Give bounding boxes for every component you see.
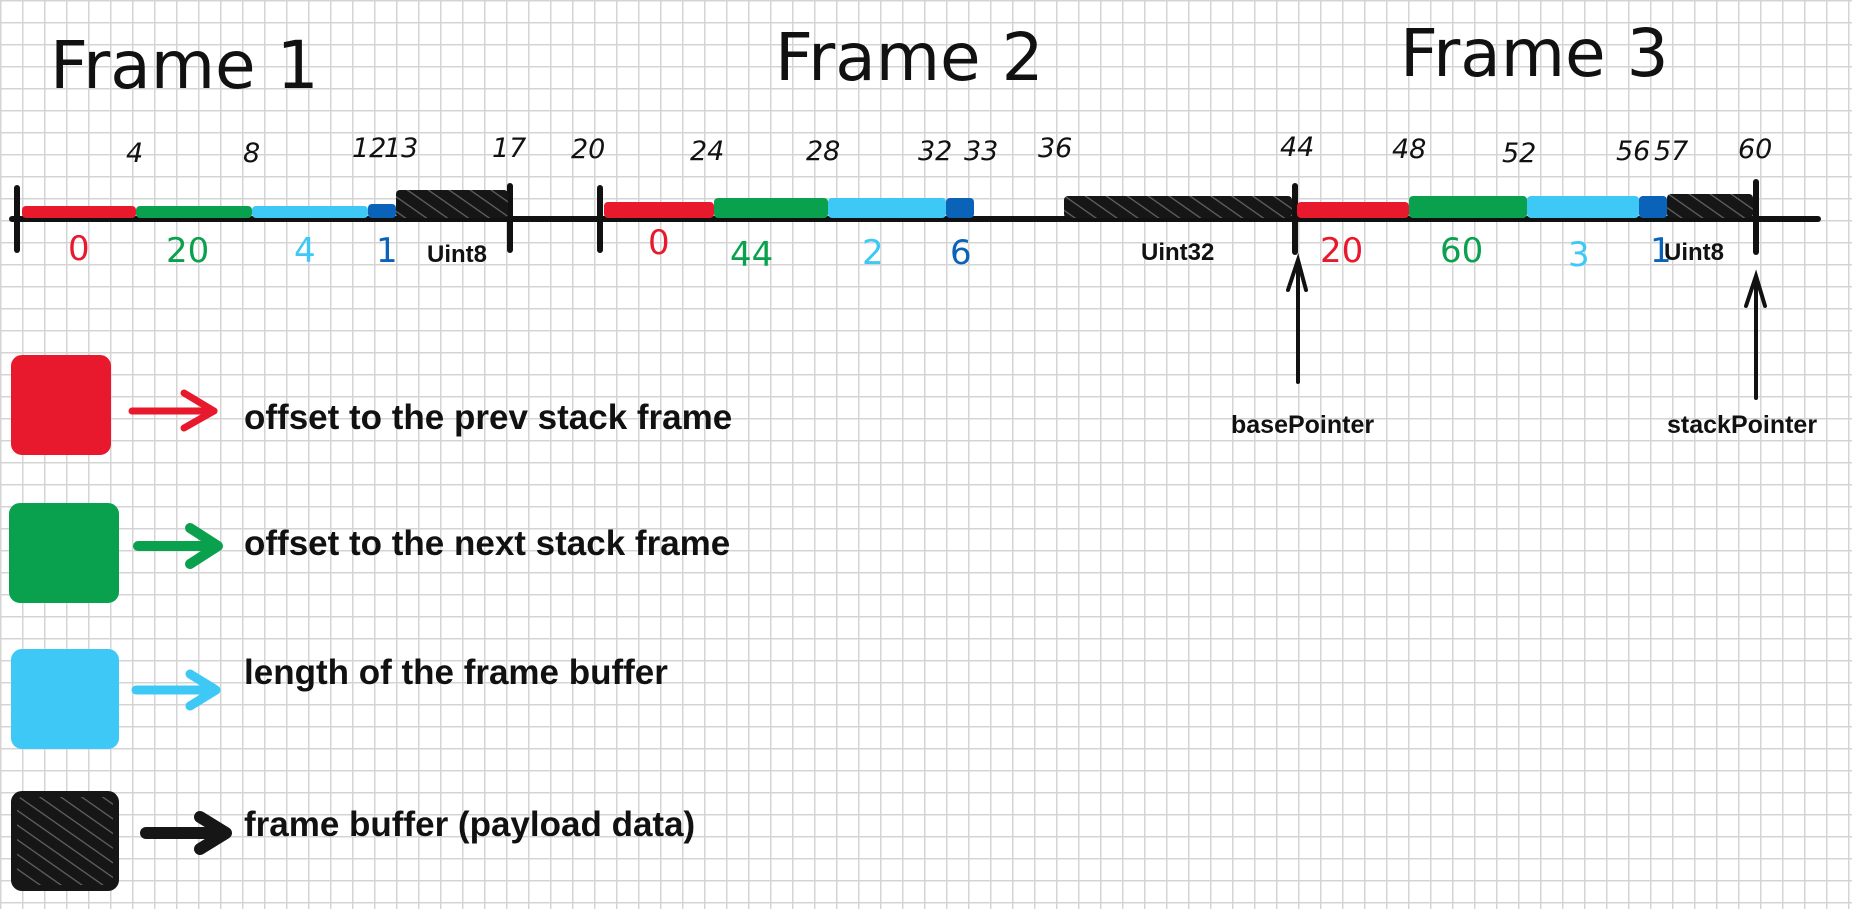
tick-label: 20 (571, 134, 605, 165)
tick-label: 44 (1280, 132, 1314, 163)
frame-3-length-segment (1527, 196, 1639, 218)
frame-3-next-offset-value: 60 (1440, 231, 1483, 271)
tick-label: 8 (243, 138, 260, 169)
frame-1-next-offset-value: 20 (166, 231, 209, 271)
tick-label: 24 (690, 136, 724, 167)
tick-label: 36 (1038, 133, 1072, 164)
tick-label: 57 (1654, 136, 1688, 167)
legend: offset to the prev stack frame offset to… (9, 355, 732, 891)
legend-text-next: offset to the next stack frame (244, 524, 730, 563)
tick-label: 4 (126, 138, 143, 169)
frame-1-prev-offset-value: 0 (68, 229, 90, 269)
frame-2-buffer-type: Uint32 (1141, 239, 1214, 266)
light-blue-swatch-icon (11, 649, 119, 749)
frame-1-length-segment (252, 206, 368, 218)
frame-3-title: Frame 3 (1400, 15, 1669, 92)
base-pointer-arrow (1286, 253, 1308, 384)
black-swatch-icon (11, 791, 119, 891)
legend-text-prev: offset to the prev stack frame (244, 398, 732, 437)
tick-label: 17 (492, 133, 526, 164)
legend-item-length: length of the frame buffer (11, 649, 668, 749)
tick-label: 60 (1738, 134, 1772, 165)
green-arrow-icon (133, 523, 223, 569)
frame-1-next-offset-segment (136, 206, 252, 218)
frame-3-next-offset-segment (1409, 196, 1527, 218)
tick-label: 56 (1616, 136, 1650, 167)
frame-3-flag-value: 1 (1650, 231, 1672, 271)
legend-item-buffer: frame buffer (payload data) (11, 791, 695, 891)
tick-label: 12 (352, 133, 386, 164)
legend-text-buffer: frame buffer (payload data) (244, 805, 695, 844)
frame-3-flag-segment (1639, 196, 1667, 218)
base-pointer-label: basePointer (1231, 411, 1374, 439)
tick-label: 52 (1502, 138, 1536, 169)
tick-label: 48 (1392, 134, 1426, 165)
tick-label: 33 (964, 136, 998, 167)
frame-2-next-offset-segment (714, 198, 828, 218)
frame-3-buffer-type: Uint8 (1664, 239, 1724, 266)
red-arrow-icon (128, 389, 218, 432)
frame-3-length-value: 3 (1568, 235, 1590, 275)
frame-2-length-value: 2 (862, 233, 884, 273)
frame-3-prev-offset-segment (1297, 202, 1409, 218)
black-arrow-icon (140, 811, 232, 855)
frame-2-prev-offset-value: 0 (648, 223, 670, 263)
frame-2-prev-offset-segment (604, 202, 714, 218)
red-swatch-icon (11, 355, 111, 455)
frame-1-prev-offset-segment (22, 206, 136, 218)
frame-2-title: Frame 2 (775, 19, 1044, 96)
frame-1-title: Frame 1 (50, 27, 319, 104)
frame-1-length-value: 4 (294, 231, 316, 271)
frame-2-flag-segment (946, 198, 974, 218)
tick-label: 32 (918, 136, 952, 167)
frame-3-buffer-segment (1667, 194, 1753, 218)
frame-1-buffer-type: Uint8 (427, 241, 487, 268)
frame-1-flag-value: 1 (376, 231, 398, 271)
frame-2-next-offset-value: 44 (730, 235, 773, 275)
light-blue-arrow-icon (131, 669, 221, 711)
frame-2-flag-value: 6 (950, 233, 972, 273)
legend-item-prev: offset to the prev stack frame (11, 355, 732, 455)
stack-pointer-arrow (1744, 269, 1767, 400)
tick-label: 13 (384, 133, 418, 164)
frame-2-length-segment (828, 198, 946, 218)
legend-text-length: length of the frame buffer (244, 653, 668, 692)
green-swatch-icon (9, 503, 119, 603)
tick-label: 28 (806, 136, 840, 167)
frame-1-buffer-segment (396, 190, 508, 218)
frame-1-flag-segment (368, 204, 396, 218)
stack-pointer-label: stackPointer (1667, 411, 1817, 439)
legend-item-next: offset to the next stack frame (9, 503, 730, 603)
frame-2-buffer-segment (1064, 196, 1292, 218)
frame-3-prev-offset-value: 20 (1320, 231, 1363, 271)
